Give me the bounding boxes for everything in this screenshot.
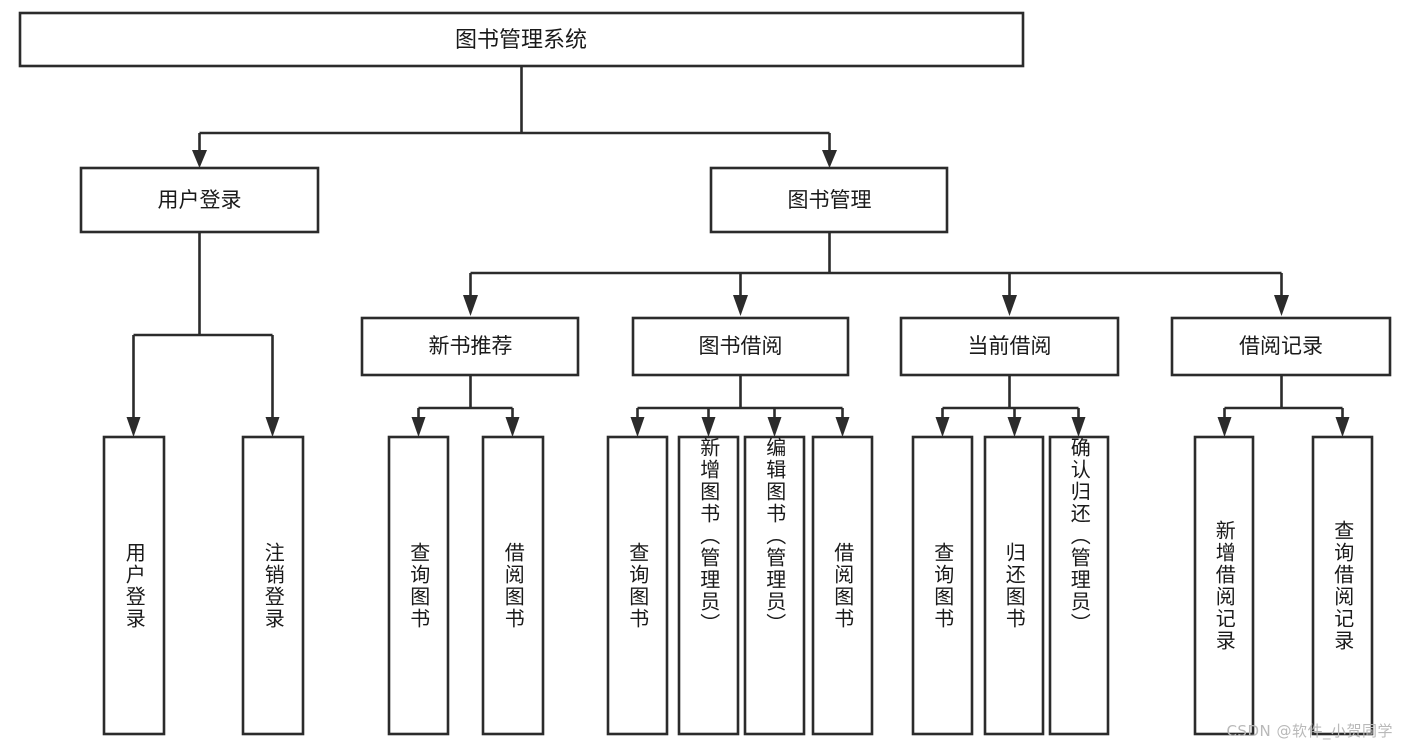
node-new-book-recommend-label: 新书推荐	[429, 334, 513, 358]
node-book-borrow[interactable]: 图书借阅	[631, 316, 850, 377]
leaf-box-borrow-book-2[interactable]	[811, 435, 874, 736]
arrowhead-leaf-query-record	[1335, 417, 1350, 437]
arrowhead-leaf-borrow-book-1	[505, 417, 520, 437]
leaf-box-add-book[interactable]	[677, 435, 740, 736]
arrowhead-book-borrow	[733, 295, 748, 316]
node-root-box[interactable]	[18, 11, 1025, 68]
leaf-box-borrow-book-1[interactable]	[481, 435, 545, 736]
node-book-manage[interactable]: 图书管理	[709, 166, 949, 234]
node-root[interactable]: 图书管理系统	[18, 11, 1025, 68]
leaf-box-query-book-3[interactable]	[911, 435, 974, 736]
node-borrow-record-box[interactable]	[1170, 316, 1392, 377]
arrowhead-leaf-borrow-book-2	[835, 417, 850, 437]
node-current-borrow-label: 当前借阅	[968, 334, 1052, 358]
arrowhead-leaf-logout-login	[265, 417, 280, 437]
node-new-book-recommend-box[interactable]	[360, 316, 580, 377]
node-borrow-record[interactable]: 借阅记录	[1170, 316, 1392, 377]
leaf-box-add-record[interactable]	[1193, 435, 1255, 736]
watermark-text: CSDN @软件_小贺同学	[1226, 722, 1393, 740]
arrowhead-leaf-add-book	[701, 417, 716, 437]
arrowhead-leaf-user-login	[126, 417, 141, 437]
node-root-label: 图书管理系统	[455, 28, 587, 53]
leaf-box-user-login[interactable]	[102, 435, 166, 736]
arrowhead-leaf-add-record	[1217, 417, 1232, 437]
node-user-login[interactable]: 用户登录	[79, 166, 320, 234]
node-new-book-recommend[interactable]: 新书推荐	[360, 316, 580, 377]
node-book-borrow-box[interactable]	[631, 316, 850, 377]
arrowhead-leaf-query-book-3	[935, 417, 950, 437]
arrowhead-leaf-query-book-1	[411, 417, 426, 437]
connector-layer	[126, 66, 1350, 437]
arrowhead-current-borrow	[1002, 295, 1017, 316]
leaf-box-query-record[interactable]	[1311, 435, 1374, 736]
leaf-box-logout-login[interactable]	[241, 435, 305, 736]
node-user-login-box[interactable]	[79, 166, 320, 234]
leaf-box-edit-book[interactable]	[743, 435, 806, 736]
node-current-borrow[interactable]: 当前借阅	[899, 316, 1120, 377]
node-borrow-record-label: 借阅记录	[1239, 334, 1323, 358]
leaf-box-confirm-return[interactable]	[1048, 435, 1110, 736]
arrowhead-new-book-recommend	[463, 295, 478, 316]
arrowhead-leaf-query-book-2	[630, 417, 645, 437]
leaf-box-query-book-2[interactable]	[606, 435, 669, 736]
node-book-manage-label: 图书管理	[788, 188, 872, 212]
node-user-login-label: 用户登录	[158, 188, 242, 212]
arrowhead-leaf-return-book	[1007, 417, 1022, 437]
node-book-manage-box[interactable]	[709, 166, 949, 234]
arrowhead-user-login	[192, 150, 207, 168]
leaf-box-layer	[102, 435, 1374, 736]
node-book-borrow-label: 图书借阅	[699, 334, 783, 358]
arrowhead-leaf-confirm-return	[1071, 417, 1086, 437]
leaf-box-return-book[interactable]	[983, 435, 1045, 736]
node-current-borrow-box[interactable]	[899, 316, 1120, 377]
arrowhead-leaf-edit-book	[767, 417, 782, 437]
arrowhead-book-manage	[822, 150, 837, 168]
arrowhead-borrow-record	[1274, 295, 1289, 316]
leaf-box-query-book-1[interactable]	[387, 435, 450, 736]
